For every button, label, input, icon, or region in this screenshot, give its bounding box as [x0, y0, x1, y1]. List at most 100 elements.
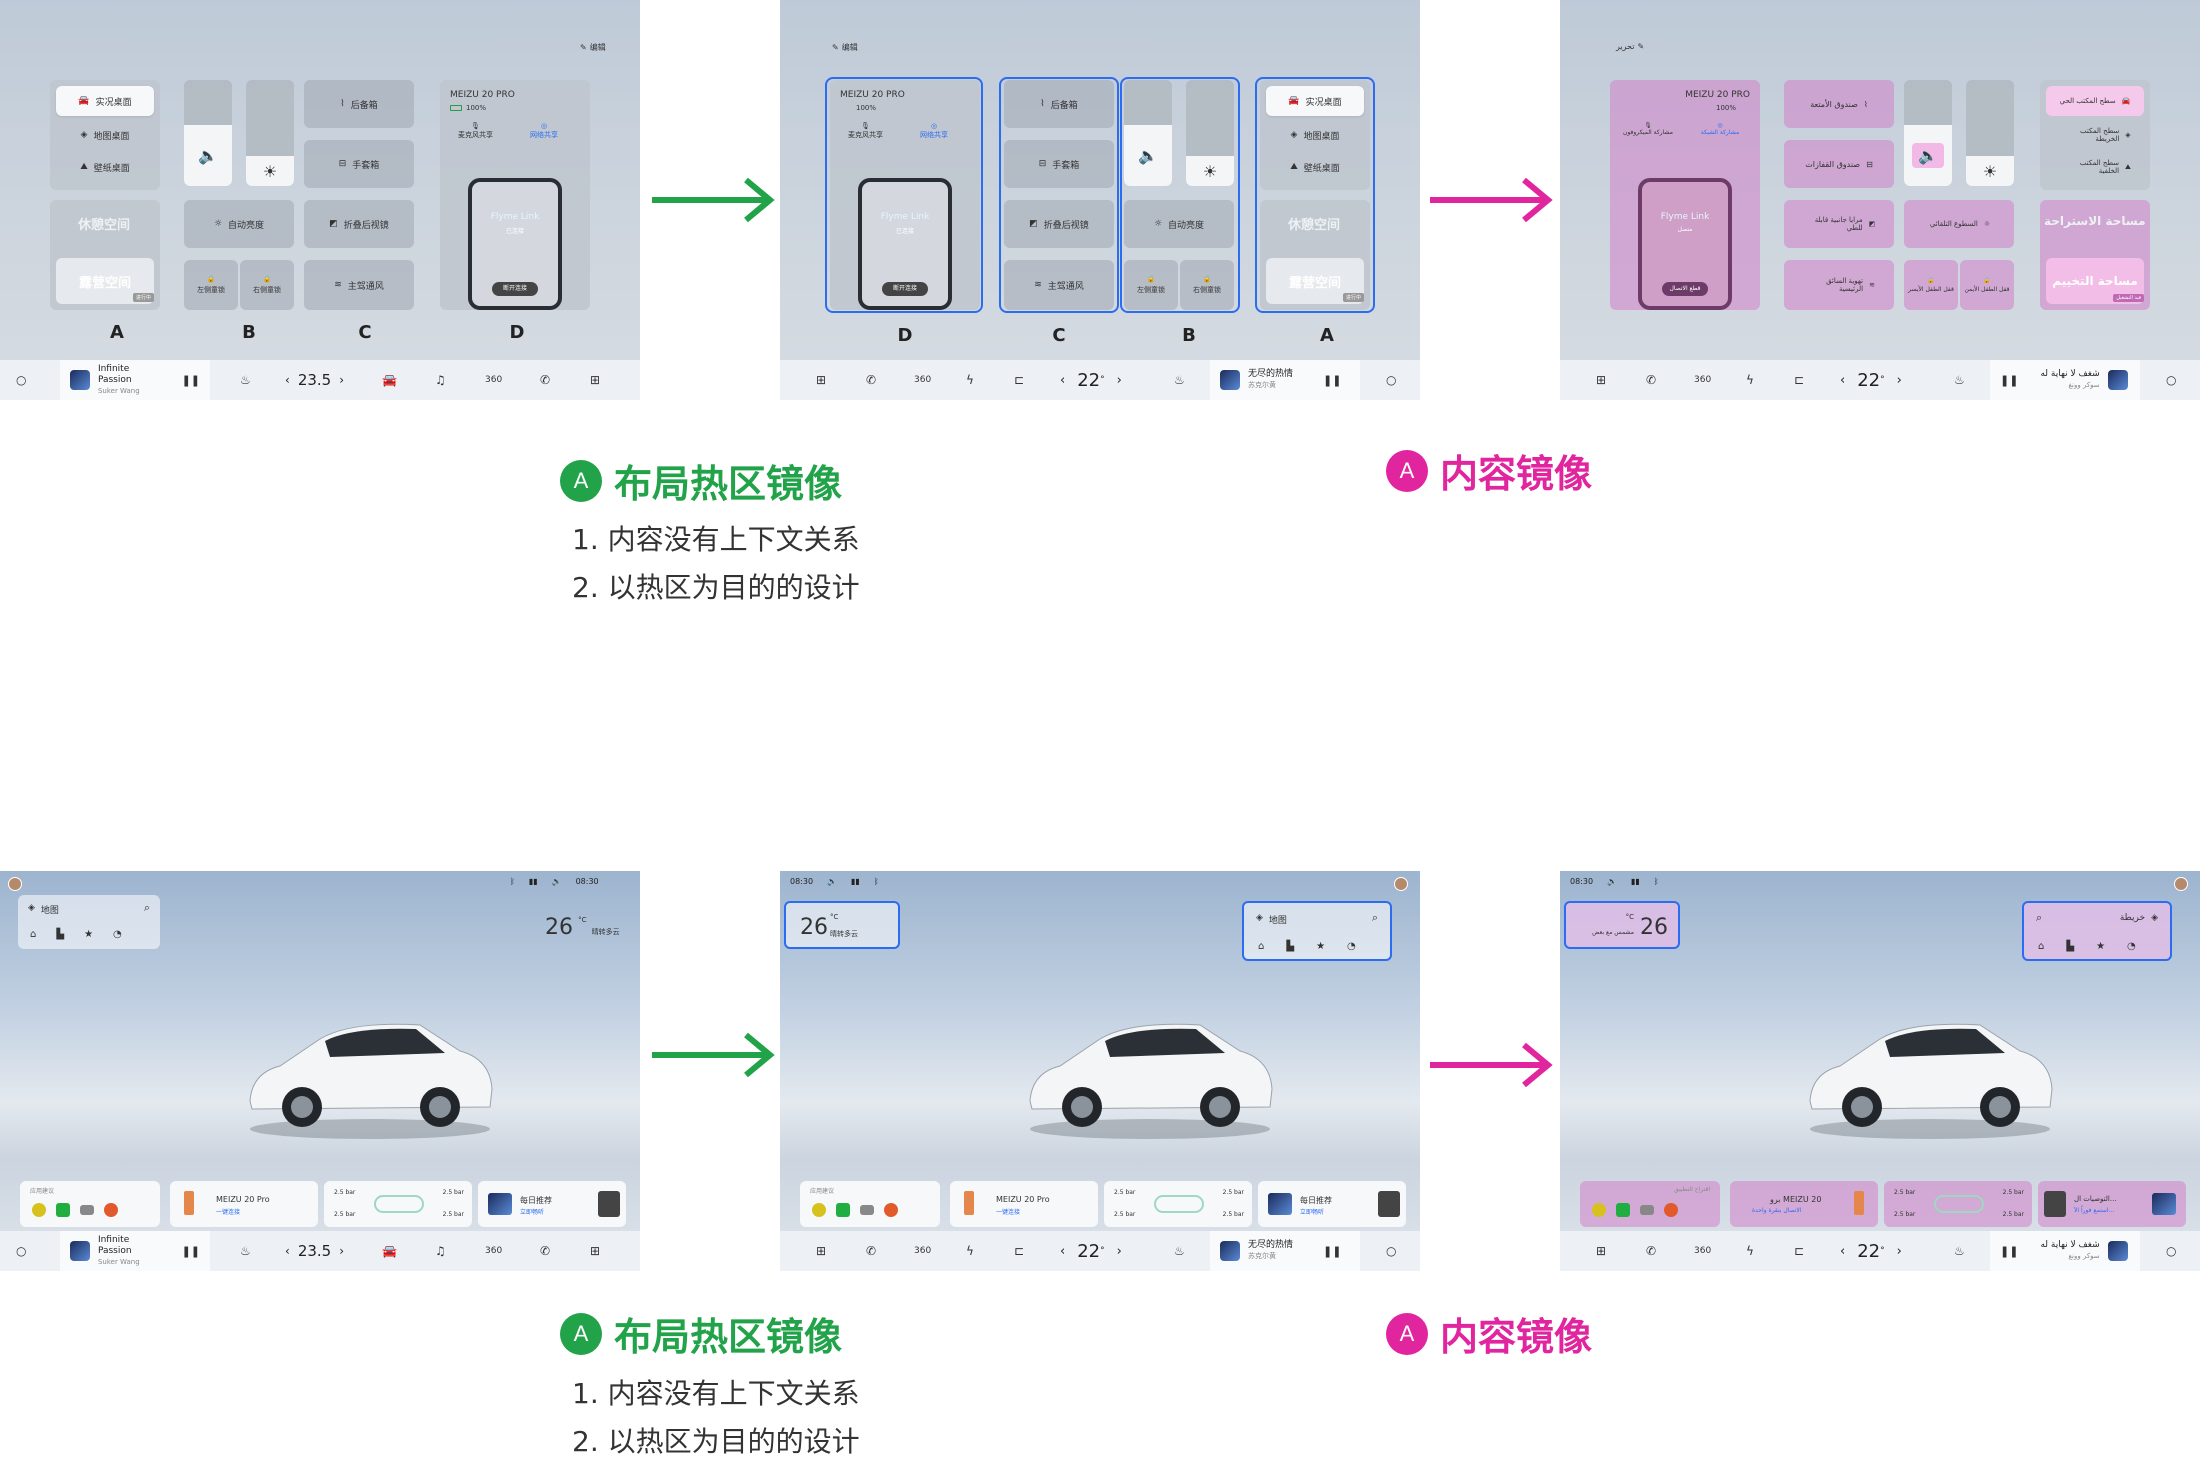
- fold-mirror-tile[interactable]: ◩折叠后视镜: [1004, 200, 1114, 248]
- company-icon[interactable]: ▙: [1286, 941, 1295, 952]
- rest-space-card[interactable]: 休憩空间 露营空间 进行中: [50, 200, 160, 310]
- tire-pressure-card[interactable]: 2.5 bar 2.5 bar 2.5 bar 2.5 bar: [1884, 1181, 2032, 1227]
- chevron-right-icon[interactable]: ›: [1896, 372, 1902, 388]
- pause-icon[interactable]: ❚❚: [2000, 373, 2019, 387]
- home-icon[interactable]: ⌂: [2038, 941, 2045, 952]
- right-child-lock-tile[interactable]: 🔒右侧童锁: [240, 260, 294, 310]
- camp-space-tile[interactable]: 露营空间: [1266, 258, 1364, 304]
- app-icon-car[interactable]: [860, 1205, 874, 1215]
- app-icon-weibo[interactable]: [104, 1203, 118, 1217]
- music-icon[interactable]: ♫: [435, 373, 446, 387]
- app-icon-yellow[interactable]: [32, 1203, 46, 1217]
- defrost-icon[interactable]: ♨: [1174, 1244, 1185, 1258]
- defrost-icon[interactable]: ♨: [1954, 1244, 1965, 1258]
- desktop-item-live[interactable]: سطح المكتب الحي🚘: [2046, 86, 2144, 116]
- app-icon-weibo[interactable]: [884, 1203, 898, 1217]
- temperature-control[interactable]: ‹22°›: [1840, 369, 1902, 391]
- left-child-lock-tile[interactable]: 🔒قفل الطفل الأيسر: [1904, 260, 1958, 310]
- defrost-icon[interactable]: ♨: [1174, 373, 1185, 387]
- brightness-slider[interactable]: ☀: [246, 80, 294, 186]
- chevron-right-icon[interactable]: ›: [1116, 1243, 1122, 1259]
- avatar[interactable]: [1394, 877, 1408, 891]
- star-icon[interactable]: ★: [1316, 941, 1326, 952]
- volume-slider[interactable]: 🔈: [1124, 80, 1172, 186]
- 360-icon[interactable]: 360: [1694, 1246, 1712, 1256]
- desktop-item-wallpaper[interactable]: ⛰壁纸桌面: [1290, 162, 1340, 174]
- seat-icon[interactable]: ⊏: [1014, 373, 1025, 387]
- company-icon[interactable]: ▙: [56, 929, 65, 940]
- desktop-item-wallpaper[interactable]: ⛰壁纸桌面: [80, 162, 130, 174]
- home-button[interactable]: ○: [16, 1244, 27, 1258]
- pause-icon[interactable]: ❚❚: [181, 1244, 200, 1258]
- seat-icon[interactable]: ⊏: [1014, 1244, 1025, 1258]
- pause-icon[interactable]: ❚❚: [1323, 373, 1342, 387]
- app-icon-green[interactable]: [836, 1203, 850, 1217]
- glovebox-tile[interactable]: صندوق القفازات⊟: [1784, 140, 1894, 188]
- search-icon[interactable]: ⌕: [2036, 911, 2043, 924]
- mic-share-button[interactable]: 🎙麦克风共享: [848, 122, 883, 139]
- history-icon[interactable]: ◔: [113, 929, 122, 940]
- pause-icon[interactable]: ❚❚: [2000, 1244, 2019, 1258]
- 360-icon[interactable]: 360: [1694, 375, 1712, 385]
- grid-icon[interactable]: ⊞: [816, 373, 827, 387]
- weather-widget[interactable]: 26 °C 晴转多云: [784, 901, 900, 949]
- bolt-icon[interactable]: ϟ: [1746, 373, 1754, 387]
- grid-icon[interactable]: ⊞: [590, 1244, 601, 1258]
- daily-pick-card[interactable]: 每日推荐 立即畅听: [1258, 1181, 1406, 1227]
- phone-icon[interactable]: ✆: [1646, 1244, 1657, 1258]
- driver-ventilation-tile[interactable]: ≋主驾通风: [304, 260, 414, 310]
- fold-mirror-tile[interactable]: ◩折叠后视镜: [304, 200, 414, 248]
- app-icon-green[interactable]: [1616, 1203, 1630, 1217]
- left-child-lock-tile[interactable]: 🔒左侧童锁: [1124, 260, 1178, 310]
- chevron-left-icon[interactable]: ‹: [1060, 372, 1066, 388]
- desktop-item-wallpaper[interactable]: سطح المكتب الخلفية⛰: [2079, 159, 2131, 175]
- search-icon[interactable]: ⌕: [1371, 911, 1378, 924]
- app-icon-yellow[interactable]: [812, 1203, 826, 1217]
- network-share-button[interactable]: ◎网络共享: [920, 122, 948, 139]
- brightness-slider[interactable]: ☀: [1186, 80, 1234, 186]
- app-suggestions-card[interactable]: 应用建议: [20, 1181, 160, 1227]
- app-icon-car[interactable]: [80, 1205, 94, 1215]
- glovebox-tile[interactable]: ⊟手套箱: [304, 140, 414, 188]
- avatar[interactable]: [2174, 877, 2188, 891]
- home-button[interactable]: ○: [2166, 373, 2177, 387]
- disconnect-button[interactable]: قطع الاتصال: [1662, 282, 1708, 296]
- 360-icon[interactable]: 360: [914, 375, 932, 385]
- map-widget[interactable]: ⌕ خريطة◈ ⌂▙★◔: [2022, 901, 2172, 961]
- bolt-icon[interactable]: ϟ: [1746, 1244, 1754, 1258]
- auto-brightness-tile[interactable]: ☼自动亮度: [1124, 200, 1234, 248]
- camp-space-tile[interactable]: 露营空间: [56, 258, 154, 304]
- desktop-item-live[interactable]: 🚘实况桌面: [56, 86, 154, 116]
- chevron-right-icon[interactable]: ›: [339, 1244, 345, 1258]
- right-child-lock-tile[interactable]: 🔒قفل الطفل الأيمن: [1960, 260, 2014, 310]
- rest-space-card[interactable]: مساحة الاستراحة مساحة التخييم قيد التشغي…: [2040, 200, 2150, 310]
- volume-slider[interactable]: 🔈: [184, 80, 232, 186]
- app-icon-green[interactable]: [56, 1203, 70, 1217]
- weather-widget[interactable]: 26 °C 晴转多云: [545, 915, 620, 940]
- home-button[interactable]: ○: [16, 373, 27, 387]
- left-child-lock-tile[interactable]: 🔒左侧童锁: [184, 260, 238, 310]
- defrost-icon[interactable]: ♨: [240, 373, 251, 387]
- search-icon[interactable]: ⌕: [143, 901, 150, 914]
- rest-space-card[interactable]: 休憩空间 露营空间 进行中: [1260, 200, 1370, 310]
- 360-icon[interactable]: 360: [485, 375, 503, 385]
- mic-share-button[interactable]: 🎙مشاركة الميكروفون: [1618, 122, 1678, 136]
- chevron-left-icon[interactable]: ‹: [1840, 372, 1846, 388]
- pause-icon[interactable]: ❚❚: [181, 373, 200, 387]
- phone-icon[interactable]: ✆: [540, 1244, 551, 1258]
- history-icon[interactable]: ◔: [2127, 941, 2136, 952]
- media-widget[interactable]: 无尽的热情苏克尔黄 ❚❚: [1210, 360, 1360, 400]
- chevron-left-icon[interactable]: ‹: [1840, 1243, 1846, 1259]
- 360-icon[interactable]: 360: [485, 1246, 503, 1256]
- temperature-control[interactable]: ‹22°›: [1840, 1240, 1902, 1262]
- phone-icon[interactable]: ✆: [540, 373, 551, 387]
- history-icon[interactable]: ◔: [1347, 941, 1356, 952]
- bolt-icon[interactable]: ϟ: [966, 373, 974, 387]
- defrost-icon[interactable]: ♨: [240, 1244, 251, 1258]
- company-icon[interactable]: ▙: [2066, 941, 2075, 952]
- chevron-left-icon[interactable]: ‹: [1060, 1243, 1066, 1259]
- grid-icon[interactable]: ⊞: [816, 1244, 827, 1258]
